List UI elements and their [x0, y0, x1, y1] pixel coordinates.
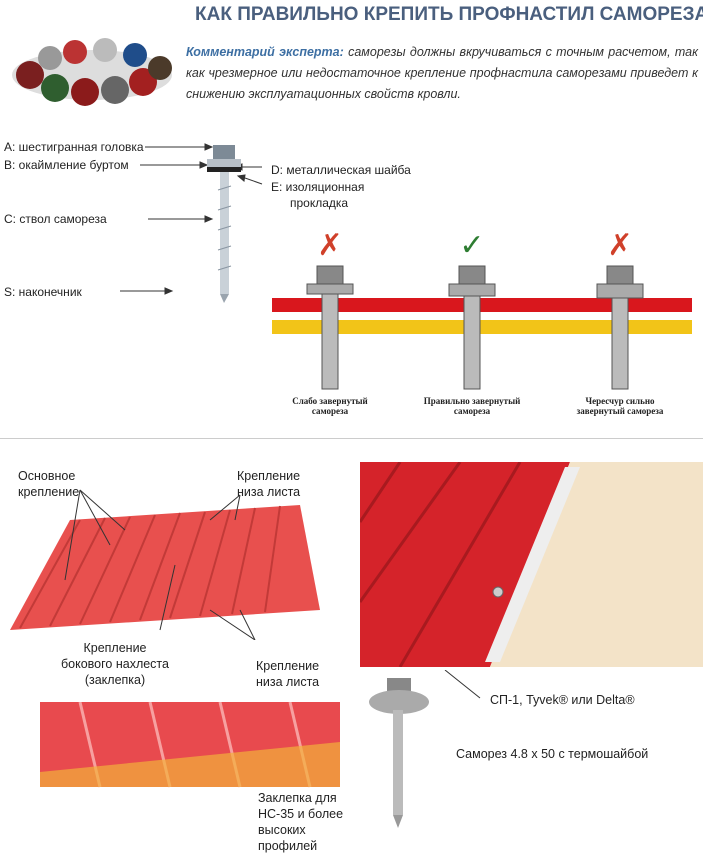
page-title: КАК ПРАВИЛЬНО КРЕПИТЬ ПРОФНАСТИЛ САМОРЕЗ…: [195, 4, 703, 25]
example-correct: ✓: [432, 228, 512, 263]
label-side-overlap: Крепление бокового нахлеста (заклепка): [61, 641, 169, 687]
example-tight: ✗: [580, 228, 660, 263]
section-divider: [0, 438, 703, 439]
screw-photo: [369, 678, 429, 828]
check-mark-icon: ✓: [459, 229, 485, 262]
label-screw: Саморез 4.8 х 50 с термошайбой: [456, 747, 649, 761]
comment-text: саморезы должны вкручиваться с точным ра…: [186, 45, 699, 101]
label-e: E: изоляционная: [271, 180, 365, 194]
screw-anatomy-diagram: [120, 143, 263, 303]
label-e2: прокладка: [290, 196, 349, 210]
label-rivet: Заклепка для НС-35 и более высоких профи…: [258, 791, 344, 853]
caption-tight: Чересчур сильно завернутый самореза: [576, 396, 664, 416]
cross-mark-icon: ✗: [317, 229, 343, 262]
roof-layers-diagram: [272, 298, 692, 334]
label-bottom-fastening-top: Крепление низа листа: [237, 469, 301, 499]
roof-membrane-photo: [360, 462, 703, 667]
example-loose: ✗: [290, 228, 370, 263]
expert-comment: Комментарий эксперта: саморезы должны вк…: [186, 42, 698, 105]
label-s: S: наконечник: [4, 285, 82, 299]
label-c: C: ствол самореза: [4, 212, 107, 226]
label-main-fastening: Основное крепление: [18, 469, 80, 499]
membrane-pointer: [444, 670, 481, 699]
caption-loose: Слабо завернутый самореза: [292, 396, 368, 416]
label-membrane: СП-1, Tyvek® или Delta®: [490, 693, 635, 707]
label-d: D: металлическая шайба: [271, 163, 411, 177]
cross-mark-icon: ✗: [607, 229, 633, 262]
rivet-profile-photo: [40, 702, 340, 788]
label-b: B: окаймление буртом: [4, 158, 129, 172]
comment-label: Комментарий эксперта:: [186, 45, 344, 59]
roof-sheet-drawing: [10, 489, 320, 640]
label-bottom-fastening: Крепление низа листа: [256, 659, 320, 689]
screws-collection-image: [12, 38, 172, 106]
label-a: A: шестигранная головка: [4, 140, 144, 154]
caption-correct: Правильно завернутый самореза: [423, 396, 521, 416]
screws-example-drawing: [306, 265, 644, 390]
